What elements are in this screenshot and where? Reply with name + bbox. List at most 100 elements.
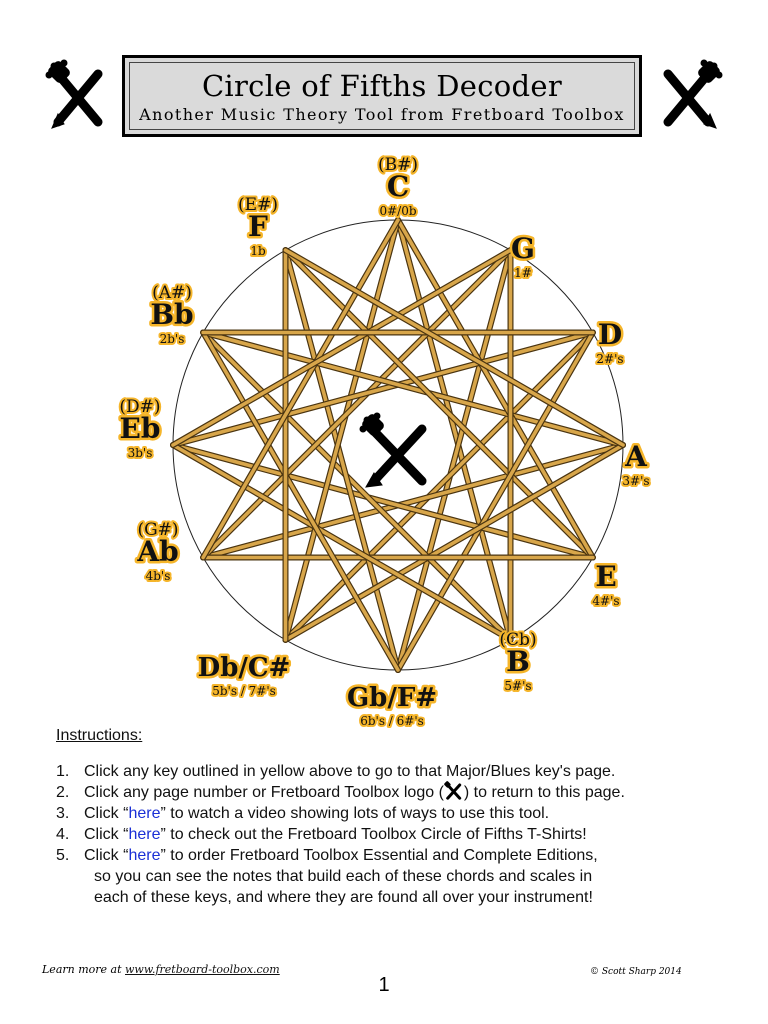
star-line [396, 218, 595, 560]
instruction-item: 5. Click “here” to order Fretboard Toolb… [56, 845, 746, 866]
key-name: C [387, 170, 409, 203]
fretboard-toolbox-logo-icon [45, 59, 103, 129]
fretboard-toolbox-logo-icon [359, 412, 427, 488]
key-signature: 6b's / 6#'s [360, 714, 424, 728]
star-line [283, 248, 595, 560]
key-name: A [624, 440, 648, 473]
instruction-number: 3. [56, 805, 70, 822]
video-here-link[interactable]: here [128, 805, 161, 822]
star-line [201, 330, 513, 642]
instruction-text: Click “here” to watch a video showing lo… [84, 803, 549, 824]
key-name: D [598, 318, 622, 351]
key-name: Bb [150, 298, 193, 331]
key-enharmonic: (E#) [238, 195, 278, 215]
key-name: Gb/F# [347, 683, 437, 713]
page-number[interactable]: 1 [378, 974, 390, 996]
inline-logo-link[interactable] [444, 781, 464, 800]
key-name: Ab [136, 535, 178, 568]
key-b[interactable]: (Cb)B5#'s [497, 628, 538, 695]
star-line [201, 330, 400, 672]
key-c[interactable]: (B#)C0#/0b [376, 153, 420, 220]
instruction-text-after: ) to return to this page. [463, 784, 625, 801]
key-enharmonic: (Cb) [499, 630, 536, 650]
key-signature: 3b's [128, 446, 153, 460]
key-g[interactable]: G1# [509, 230, 538, 283]
key-e[interactable]: E4#'s [590, 558, 621, 611]
instruction-number: 1. [56, 763, 70, 780]
key-name: B [506, 645, 530, 678]
key-signature: 4#'s [592, 594, 619, 608]
key-f[interactable]: (E#)F1b [236, 193, 280, 260]
star-line [171, 248, 513, 447]
instruction-text: Click “here” to order Fretboard Toolbox … [84, 845, 598, 866]
instruction-item: 2. Click any page number or Fretboard To… [56, 781, 746, 803]
instruction-text-before: Click “ [84, 805, 129, 822]
instruction-text-before: Click “ [84, 847, 129, 864]
fretboard-toolbox-logo-right[interactable] [656, 59, 723, 132]
key-signature: 2#'s [596, 352, 623, 366]
instruction-number: 5. [56, 847, 70, 864]
instruction-text: Click “here” to check out the Fretboard … [84, 824, 587, 845]
star-line [171, 443, 513, 642]
key-a[interactable]: A3#'s [620, 438, 651, 491]
key-d[interactable]: D2#'s [594, 316, 625, 369]
instruction-item: 4. Click “here” to check out the Fretboa… [56, 824, 746, 845]
star-line [283, 218, 400, 642]
star-line [283, 330, 595, 642]
key-gb[interactable]: Gb/F#6b's / 6#'s [344, 681, 439, 731]
star-line [396, 248, 513, 672]
instruction-number: 4. [56, 826, 70, 843]
key-signature: 2b's [160, 332, 185, 346]
center-logo[interactable] [359, 412, 427, 488]
instructions-heading: Instructions: [56, 727, 143, 744]
order-here-link[interactable]: here [128, 847, 161, 864]
title-banner: Circle of Fifths Decoder Another Music T… [122, 55, 642, 137]
key-signature: 1b [250, 244, 266, 258]
tshirts-here-link[interactable]: here [128, 826, 161, 843]
star-line [201, 218, 400, 560]
star-line [201, 248, 513, 560]
key-enharmonic: (B#) [378, 155, 418, 175]
star-line [201, 330, 625, 447]
instruction-text-after: ” to check out the Fretboard Toolbox Cir… [160, 826, 587, 843]
instruction-item: 1. Click any key outlined in yellow abov… [56, 761, 746, 782]
key-enharmonic: (G#) [137, 520, 178, 540]
key-name: Eb [120, 412, 161, 445]
instructions: Instructions: 1. Click any key outlined … [56, 727, 746, 908]
website-link[interactable]: www.fretboard-toolbox.com [125, 963, 280, 976]
instruction-text-before: Click any page number or Fretboard Toolb… [84, 784, 444, 801]
key-signature: 5b's / 7#'s [212, 684, 276, 698]
key-signature: 3#'s [622, 474, 649, 488]
instruction-text: Click any page number or Fretboard Toolb… [84, 781, 625, 803]
instruction-text-after: ” to watch a video showing lots of ways … [160, 805, 550, 822]
outer-circle [172, 219, 624, 671]
star-line [171, 443, 595, 560]
fretboard-toolbox-logo-left[interactable] [45, 59, 112, 132]
instruction-continuation: each of these keys, and where they are f… [94, 889, 593, 906]
page-subtitle: Another Music Theory Tool from Fretboard… [139, 105, 625, 124]
fretboard-toolbox-logo-icon [663, 59, 723, 129]
key-name: E [595, 560, 616, 593]
page-title: Circle of Fifths Decoder [201, 69, 563, 103]
instruction-number: 2. [56, 784, 70, 801]
key-name: G [511, 232, 535, 265]
star-line [201, 443, 625, 560]
learn-more-label: Learn more at [42, 963, 126, 976]
instruction-text-before: Click “ [84, 826, 129, 843]
key-name: F [248, 210, 268, 243]
star-line [283, 443, 625, 642]
key-signature: 4b's [146, 569, 171, 583]
key-signature: 0#/0b [379, 204, 416, 218]
instruction-continuation: so you can see the notes that build each… [94, 868, 593, 885]
key-enharmonic: (A#) [152, 283, 192, 303]
key-name: Db/C# [198, 653, 291, 683]
star-line [396, 218, 513, 642]
key-db[interactable]: Db/C#5b's / 7#'s [195, 651, 293, 701]
instruction-item: 3. Click “here” to watch a video showing… [56, 803, 746, 824]
star-line [171, 330, 595, 447]
